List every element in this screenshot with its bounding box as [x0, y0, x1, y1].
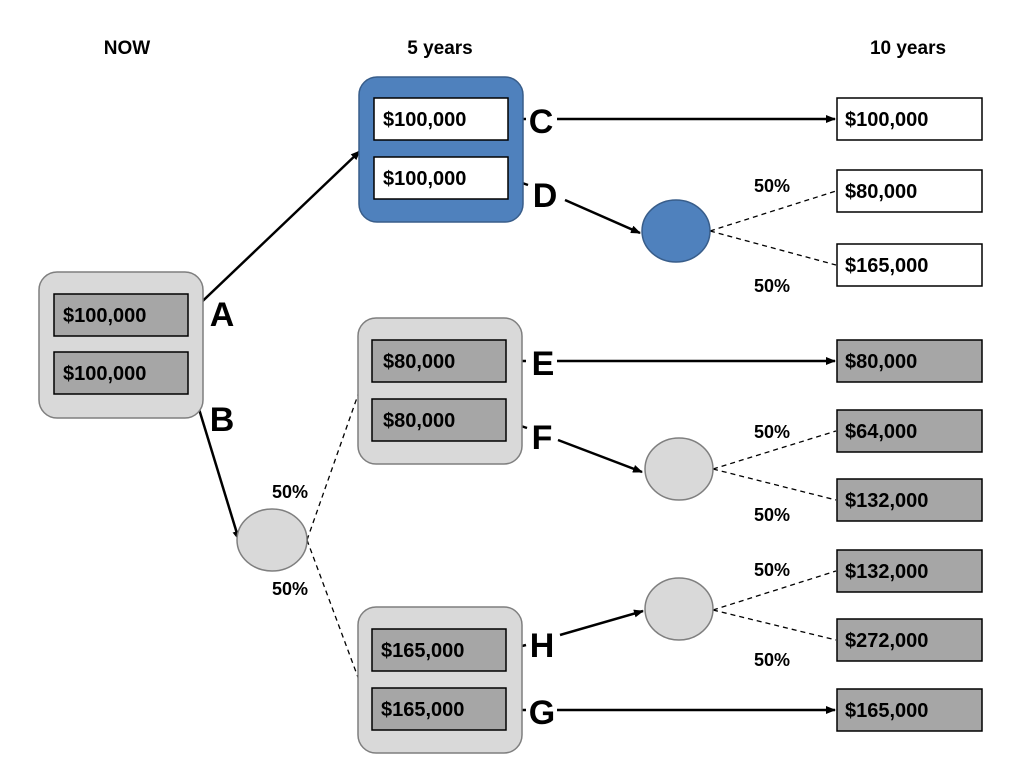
e-value: $80,000 [383, 351, 455, 373]
outcome-f-high-box [836, 478, 983, 522]
e-box [371, 339, 507, 383]
chance-node-f [644, 437, 714, 501]
arrow-f [557, 438, 643, 474]
chance-node-b [236, 508, 308, 572]
outcome-e: $80,000 [845, 351, 917, 373]
prob-b-down: 50% [272, 579, 308, 599]
outcome-d-high: $165,000 [845, 255, 928, 277]
dashed-h-down [712, 609, 837, 641]
label-g: G [529, 694, 555, 732]
label-b: B [210, 401, 235, 439]
outcome-f-low: $64,000 [845, 421, 917, 443]
prob-f-up: 50% [754, 422, 790, 442]
label-a: A [210, 296, 235, 334]
header-5-years: 5 years [407, 38, 473, 59]
now-top-value: $100,000 [63, 305, 146, 327]
outcome-h-high-box [836, 618, 983, 662]
now-top-box [53, 293, 189, 337]
d-value: $100,000 [383, 168, 466, 190]
outcome-h-low: $132,000 [845, 561, 928, 583]
label-c: C [529, 103, 554, 141]
dashed-b-down [306, 539, 360, 681]
label-d: D [533, 177, 558, 215]
label-f: F [532, 419, 553, 457]
outcome-c-box [836, 97, 983, 141]
outcome-g: $165,000 [845, 700, 928, 722]
label-e: E [532, 345, 555, 383]
outcome-d-low: $80,000 [845, 181, 917, 203]
header-10-years: 10 years [870, 38, 946, 59]
arrow-d [564, 198, 641, 235]
arrow-h [559, 609, 644, 637]
outcome-h-low-box [836, 549, 983, 593]
outcome-g-box [836, 688, 983, 732]
chance-node-h [644, 577, 714, 641]
prob-d-up: 50% [754, 176, 790, 196]
outcome-f-high: $132,000 [845, 490, 928, 512]
dashed-f-down [712, 468, 837, 501]
outcome-h-high: $272,000 [845, 630, 928, 652]
f-box [371, 398, 507, 442]
h-value: $165,000 [381, 640, 464, 662]
c-box [373, 97, 509, 141]
g-value: $165,000 [381, 699, 464, 721]
chance-node-d [641, 199, 711, 263]
dashed-d-up [709, 190, 837, 232]
outcome-d-high-box [836, 243, 983, 287]
arrow-a [187, 150, 361, 316]
now-bottom-box [53, 351, 189, 395]
h-box [371, 628, 507, 672]
dashed-f-up [712, 430, 837, 470]
d-box [373, 156, 509, 200]
dashed-h-up [712, 570, 837, 611]
f-value: $80,000 [383, 410, 455, 432]
outcome-d-low-box [836, 169, 983, 213]
prob-h-down: 50% [754, 650, 790, 670]
dashed-d-down [709, 230, 837, 266]
prob-d-down: 50% [754, 276, 790, 296]
dashed-b-up [306, 391, 360, 541]
header-now: NOW [104, 38, 151, 59]
prob-f-down: 50% [754, 505, 790, 525]
outcome-e-box [836, 339, 983, 383]
g-box [371, 687, 507, 731]
c-value: $100,000 [383, 109, 466, 131]
now-bottom-value: $100,000 [63, 363, 146, 385]
prob-b-up: 50% [272, 482, 308, 502]
outcome-f-low-box [836, 409, 983, 453]
outcome-c: $100,000 [845, 109, 928, 131]
prob-h-up: 50% [754, 560, 790, 580]
label-h: H [530, 627, 555, 665]
